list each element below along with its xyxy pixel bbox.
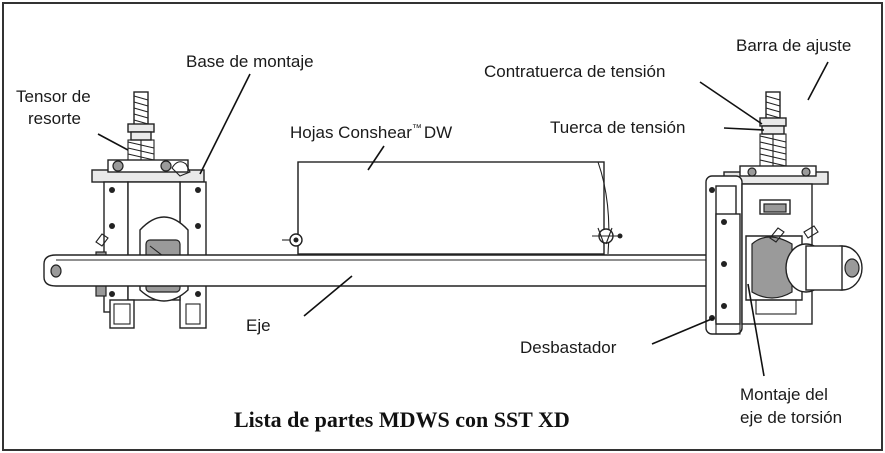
label-base-montaje: Base de montaje — [186, 52, 314, 71]
left-side-plate — [103, 181, 129, 313]
label-eje: Eje — [246, 316, 271, 335]
leader-tuerca — [723, 127, 765, 131]
label-hojas-prefix: Hojas Conshear — [290, 123, 412, 142]
leader-eje — [303, 275, 353, 317]
right-mounting-assembly — [705, 91, 863, 335]
diagram-title: Lista de partes MDWS con SST XD — [234, 407, 570, 432]
label-tensor-line1: Tensor de — [16, 87, 91, 106]
label-hojas-tm: ™ — [412, 123, 422, 134]
label-barra-ajuste: Barra de ajuste — [736, 36, 851, 55]
label-tensor-line2: resorte — [28, 109, 81, 128]
leader-desbastador — [651, 317, 715, 345]
label-hojas-suffix: DW — [424, 123, 452, 142]
leader-barra — [807, 61, 829, 101]
tension-locknut — [759, 117, 787, 127]
label-montaje-line2: eje de torsión — [740, 408, 842, 427]
tension-nut — [761, 125, 785, 135]
label-desbastador: Desbastador — [520, 338, 617, 357]
label-contratuerca: Contratuerca de tensión — [484, 62, 665, 81]
desbastador — [715, 213, 741, 325]
conshear-blade — [282, 161, 623, 255]
right-adjustment-bar — [759, 91, 787, 181]
leader-montaje — [747, 283, 765, 377]
label-tuerca: Tuerca de tensión — [550, 118, 685, 137]
leader-tensor — [97, 133, 129, 151]
leader-hojas — [367, 145, 385, 171]
leader-lines — [97, 61, 829, 377]
leader-contratuerca — [699, 81, 763, 125]
leader-base — [199, 73, 251, 175]
label-montaje-line1: Montaje del — [740, 385, 828, 404]
